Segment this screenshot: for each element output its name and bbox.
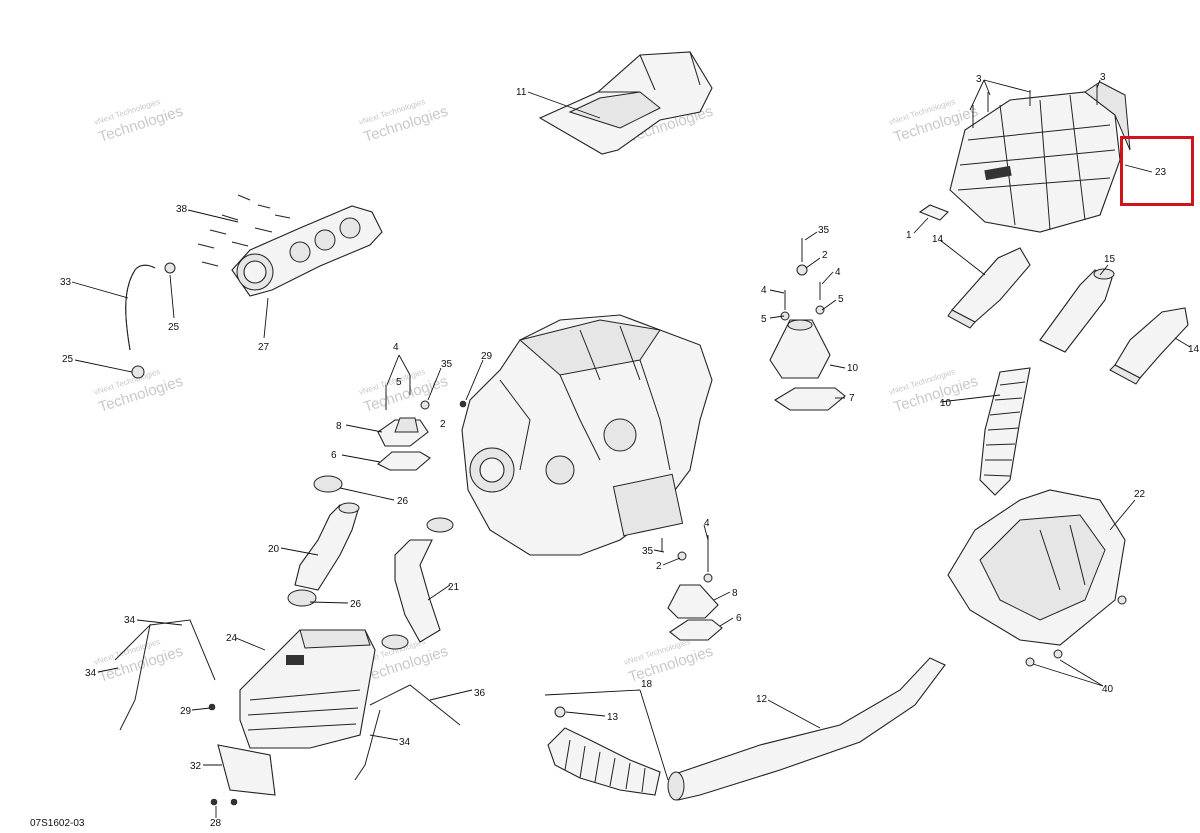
- bolt-set: [197, 194, 291, 267]
- grommet-parts: [1025, 595, 1127, 667]
- callout-14: 14: [1188, 344, 1200, 355]
- intake-manifold-part: [231, 205, 383, 297]
- callout-34: 34: [399, 737, 411, 748]
- callout-12: 12: [756, 694, 768, 705]
- reference-code: 07S1602-03: [30, 818, 85, 829]
- callout-26: 26: [350, 599, 362, 610]
- fastener-parts: [208, 400, 467, 806]
- engine-mount-lower: [661, 535, 723, 641]
- callout-29: 29: [481, 351, 493, 362]
- callout-1: 1: [906, 230, 912, 241]
- callout-14: 14: [932, 234, 944, 245]
- callout-25: 25: [62, 354, 74, 365]
- callout-23: 23: [1155, 167, 1167, 178]
- callout-6: 6: [736, 613, 742, 624]
- callout-33: 33: [60, 277, 72, 288]
- callout-4: 4: [393, 342, 399, 353]
- callout-10: 10: [847, 363, 859, 374]
- callout-28: 28: [210, 818, 222, 829]
- callout-22: 22: [1134, 489, 1146, 500]
- leader-lines: [71, 79, 1191, 818]
- outlet-duct-part: [667, 657, 946, 801]
- callout-35: 35: [642, 546, 654, 557]
- engine-mount-right: [769, 238, 846, 411]
- callout-4: 4: [704, 518, 710, 529]
- callout-38: 38: [176, 204, 188, 215]
- callout-labels: 11 3 3 23 1 38 33 25 27 25 35 2 4 4 5 5 …: [60, 72, 1200, 829]
- bellows-hose-part: [547, 706, 661, 796]
- callout-18: 18: [641, 679, 653, 690]
- callout-2: 2: [656, 561, 662, 572]
- callout-5: 5: [396, 377, 402, 388]
- callout-34: 34: [85, 668, 97, 679]
- callout-5: 5: [838, 294, 844, 305]
- bracket-parts: [114, 619, 461, 796]
- callout-2: 2: [822, 250, 828, 261]
- callout-25: 25: [168, 322, 180, 333]
- callout-26: 26: [397, 496, 409, 507]
- callout-32: 32: [190, 761, 202, 772]
- callout-34: 34: [124, 615, 136, 626]
- callout-21: 21: [448, 582, 460, 593]
- callout-27: 27: [258, 342, 270, 353]
- callout-4: 4: [835, 267, 841, 278]
- callout-20: 20: [268, 544, 280, 555]
- callout-3: 3: [976, 74, 982, 85]
- intake-duct-parts: [947, 247, 1189, 385]
- callout-3: 3: [1100, 72, 1106, 83]
- engine-assembly: [461, 314, 713, 556]
- callout-29: 29: [180, 706, 192, 717]
- screw-parts: [972, 85, 1098, 128]
- engine-cover-part: [538, 51, 713, 155]
- airbox-base-part: [947, 489, 1126, 646]
- vent-hose-part: [125, 262, 176, 379]
- engine-mount-left: [377, 375, 431, 471]
- callout-35: 35: [818, 225, 830, 236]
- corrugated-duct-part: [979, 367, 1031, 496]
- intercooler-part: [239, 629, 376, 749]
- callout-5: 5: [761, 314, 767, 325]
- callout-24: 24: [226, 633, 238, 644]
- callout-6: 6: [331, 450, 337, 461]
- callout-15: 15: [1104, 254, 1116, 265]
- callout-13: 13: [607, 712, 619, 723]
- callout-2: 2: [440, 419, 446, 430]
- callout-40: 40: [1102, 684, 1114, 695]
- callout-7: 7: [849, 393, 855, 404]
- callout-10: 10: [940, 398, 952, 409]
- highlight-box: [1120, 136, 1194, 206]
- decal-part: [918, 204, 949, 221]
- airbox-part: [949, 81, 1131, 233]
- callout-4: 4: [761, 285, 767, 296]
- charge-air-hose-parts: [287, 475, 454, 650]
- callout-11: 11: [516, 87, 527, 98]
- callout-35: 35: [441, 359, 453, 370]
- callout-8: 8: [336, 421, 342, 432]
- callout-36: 36: [474, 688, 486, 699]
- callout-8: 8: [732, 588, 738, 599]
